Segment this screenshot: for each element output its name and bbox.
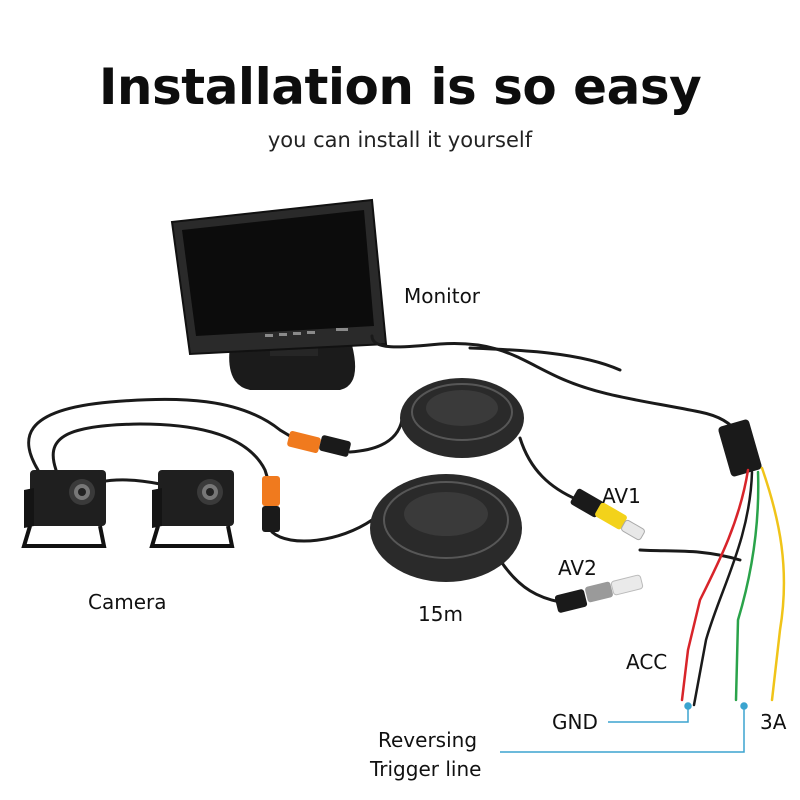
reversing-trigger-label-line1: Reversing bbox=[378, 728, 478, 752]
camera-label: Camera bbox=[88, 590, 167, 614]
av1-connector-icon bbox=[570, 488, 645, 541]
cable-coil-upper-icon bbox=[400, 378, 524, 458]
power-wires bbox=[680, 466, 786, 707]
reversing-trigger-label-line2: Trigger line bbox=[370, 757, 482, 781]
av2-connector-icon bbox=[554, 574, 644, 613]
av1-label: AV1 bbox=[602, 484, 641, 508]
extension-cables bbox=[270, 334, 742, 604]
power-splitter-icon bbox=[718, 419, 762, 477]
page-title: Installation is so easy bbox=[98, 58, 702, 116]
camera-left-icon bbox=[21, 470, 107, 548]
av2-label: AV2 bbox=[558, 556, 597, 580]
leader-lines bbox=[500, 702, 748, 753]
monitor-icon bbox=[170, 198, 388, 390]
fuse-label: 3A bbox=[760, 710, 787, 734]
cable-coil-lower-icon bbox=[370, 474, 522, 582]
monitor-label: Monitor bbox=[404, 284, 481, 308]
camera-right-icon bbox=[149, 470, 235, 548]
page-subtitle: you can install it yourself bbox=[267, 128, 533, 152]
gnd-label: GND bbox=[552, 710, 598, 734]
cable-length-label: 15m bbox=[418, 602, 463, 626]
acc-label: ACC bbox=[626, 650, 668, 674]
orange-connector-icon bbox=[262, 431, 351, 532]
